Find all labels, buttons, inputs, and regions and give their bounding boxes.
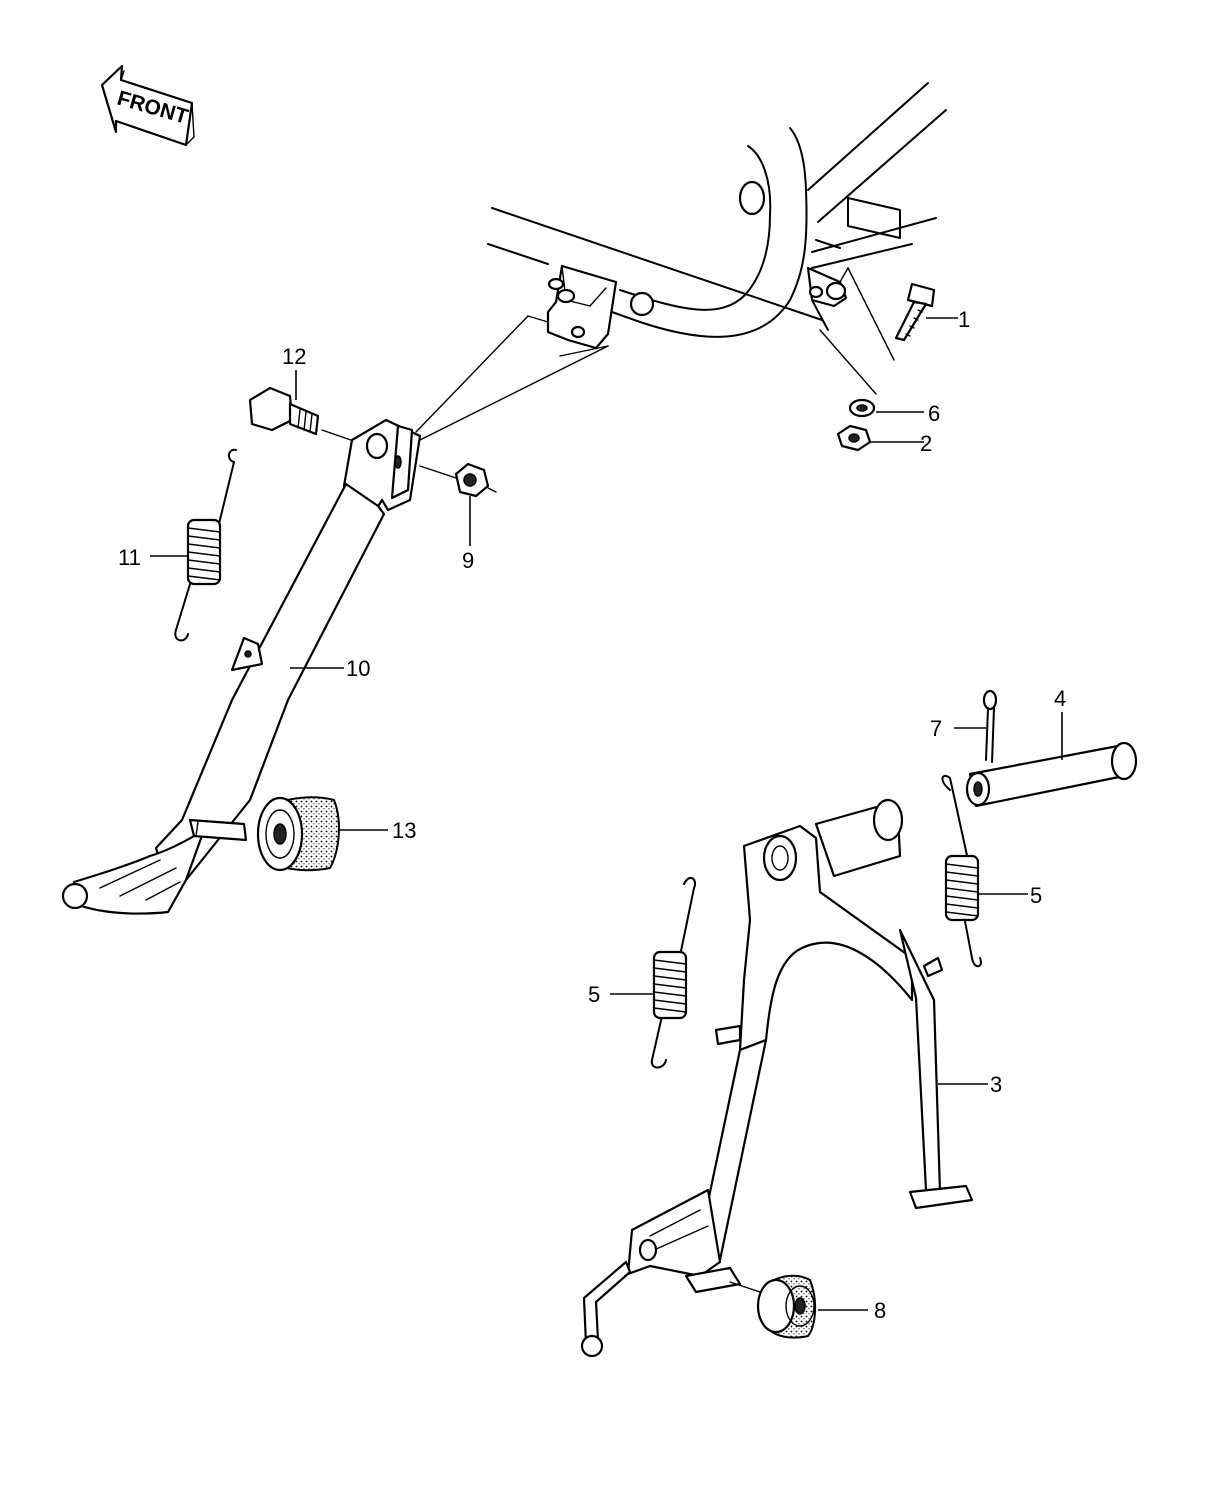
callout-13: 13 [392, 818, 416, 843]
callout-11: 11 [118, 545, 141, 570]
spring-11 [150, 448, 237, 642]
nut-9 [419, 462, 497, 546]
bolt-12 [248, 370, 369, 447]
rubber-roller-8 [729, 1274, 868, 1339]
washer-6 [848, 398, 924, 418]
callout-9: 9 [462, 548, 474, 573]
bolt-1 [894, 282, 958, 342]
callout-4: 4 [1054, 686, 1066, 711]
front-arrow-icon: FRONT [100, 64, 195, 147]
callout-2: 2 [920, 431, 932, 456]
cotter-pin-7 [954, 689, 998, 763]
callout-8: 8 [874, 1298, 886, 1323]
callout-6: 6 [928, 401, 940, 426]
callout-7: 7 [930, 716, 942, 741]
center-stand-3 [580, 798, 988, 1358]
rubber-roller-13 [188, 796, 388, 872]
callout-1: 1 [958, 307, 970, 332]
callout-12: 12 [282, 344, 306, 369]
callout-10: 10 [346, 656, 370, 681]
spring-5-left [610, 876, 696, 1069]
callout-3: 3 [990, 1072, 1002, 1097]
frame [415, 82, 947, 441]
callout-5b: 5 [588, 982, 600, 1007]
side-stand-10 [61, 418, 422, 915]
pivot-pin-4 [965, 712, 1138, 808]
callout-5a: 5 [1030, 883, 1042, 908]
nut-2 [836, 424, 924, 452]
spring-5-right [941, 774, 1028, 968]
